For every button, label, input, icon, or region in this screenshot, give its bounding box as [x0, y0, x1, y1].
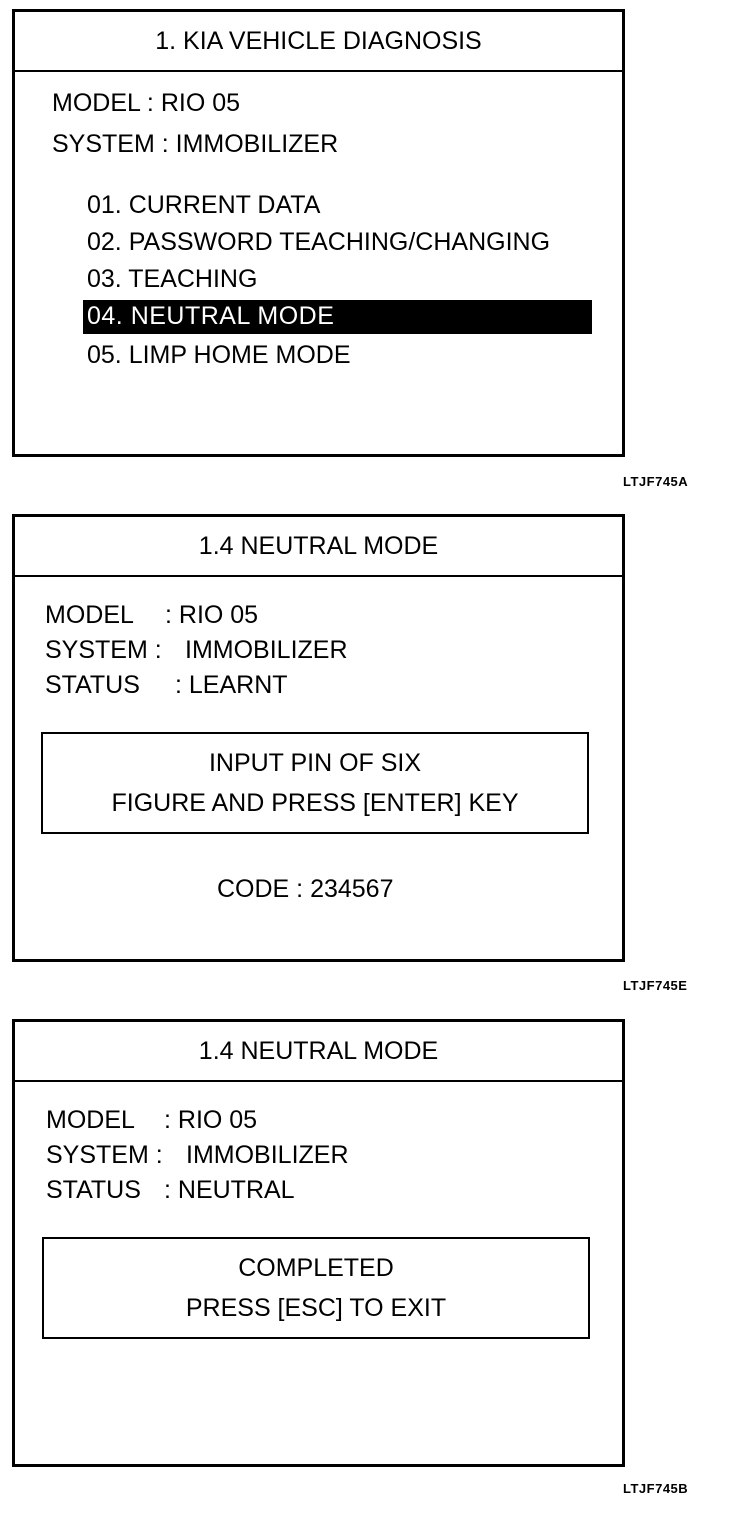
model-line: MODEL : RIO 05 — [46, 1105, 257, 1135]
status-value: : NEUTRAL — [164, 1176, 295, 1204]
screen-header: 1.4 NEUTRAL MODE — [15, 1022, 622, 1082]
screen-header: 1.4 NEUTRAL MODE — [15, 517, 622, 577]
system-line: SYSTEM : IMMOBILIZER — [52, 130, 339, 158]
menu-item-teaching[interactable]: 03. TEACHING — [87, 265, 258, 293]
model-label: MODEL — [45, 601, 134, 629]
code-input[interactable]: CODE : 234567 — [217, 875, 394, 903]
status-label: STATUS — [46, 1176, 141, 1204]
menu-item-current-data[interactable]: 01. CURRENT DATA — [87, 191, 321, 219]
neutral-mode-completed-screen: 1.4 NEUTRAL MODE MODEL : RIO 05 SYSTEM : I… — [12, 1019, 625, 1467]
figure-caption: LTJF745E — [623, 978, 688, 993]
system-value: IMMOBILIZER — [186, 1141, 349, 1169]
model-line: MODEL : RIO 05 — [52, 89, 241, 117]
status-line: STATUS : NEUTRAL — [46, 1175, 295, 1205]
system-label: SYSTEM : — [46, 1141, 163, 1169]
status-line: STATUS : LEARNT — [45, 670, 288, 700]
system-label: SYSTEM : — [45, 636, 162, 664]
system-value: IMMOBILIZER — [185, 636, 348, 664]
model-value: : RIO 05 — [164, 1106, 258, 1134]
figure-caption: LTJF745A — [623, 474, 689, 489]
model-line: MODEL : RIO 05 — [45, 600, 258, 630]
menu-item-neutral-mode[interactable]: 04. NEUTRAL MODE — [83, 300, 592, 334]
diagnosis-menu-screen: 1. KIA VEHICLE DIAGNOSIS MODEL : RIO 05 … — [12, 9, 625, 457]
model-value: : RIO 05 — [165, 601, 259, 629]
message-box: COMPLETED PRESS [ESC] TO EXIT — [42, 1237, 590, 1339]
figure-caption: LTJF745B — [623, 1481, 689, 1496]
status-label: STATUS — [45, 671, 140, 699]
neutral-mode-pin-screen: 1.4 NEUTRAL MODE MODEL : RIO 05 SYSTEM : I… — [12, 514, 625, 962]
message-line: PRESS [ESC] TO EXIT — [185, 1294, 447, 1322]
status-value: : LEARNT — [175, 671, 288, 699]
message-line: COMPLETED — [238, 1254, 394, 1282]
menu-item-password-teaching[interactable]: 02. PASSWORD TEACHING/CHANGING — [87, 228, 551, 256]
message-box: INPUT PIN OF SIX FIGURE AND PRESS [ENTER… — [41, 732, 589, 834]
screen-header: 1. KIA VEHICLE DIAGNOSIS — [15, 12, 622, 72]
system-line: SYSTEM : IMMOBILIZER — [45, 635, 348, 665]
system-line: SYSTEM : IMMOBILIZER — [46, 1140, 349, 1170]
message-line: FIGURE AND PRESS [ENTER] KEY — [111, 789, 519, 817]
message-line: INPUT PIN OF SIX — [208, 749, 422, 777]
menu-item-limp-home-mode[interactable]: 05. LIMP HOME MODE — [87, 341, 351, 369]
model-label: MODEL — [46, 1106, 135, 1134]
